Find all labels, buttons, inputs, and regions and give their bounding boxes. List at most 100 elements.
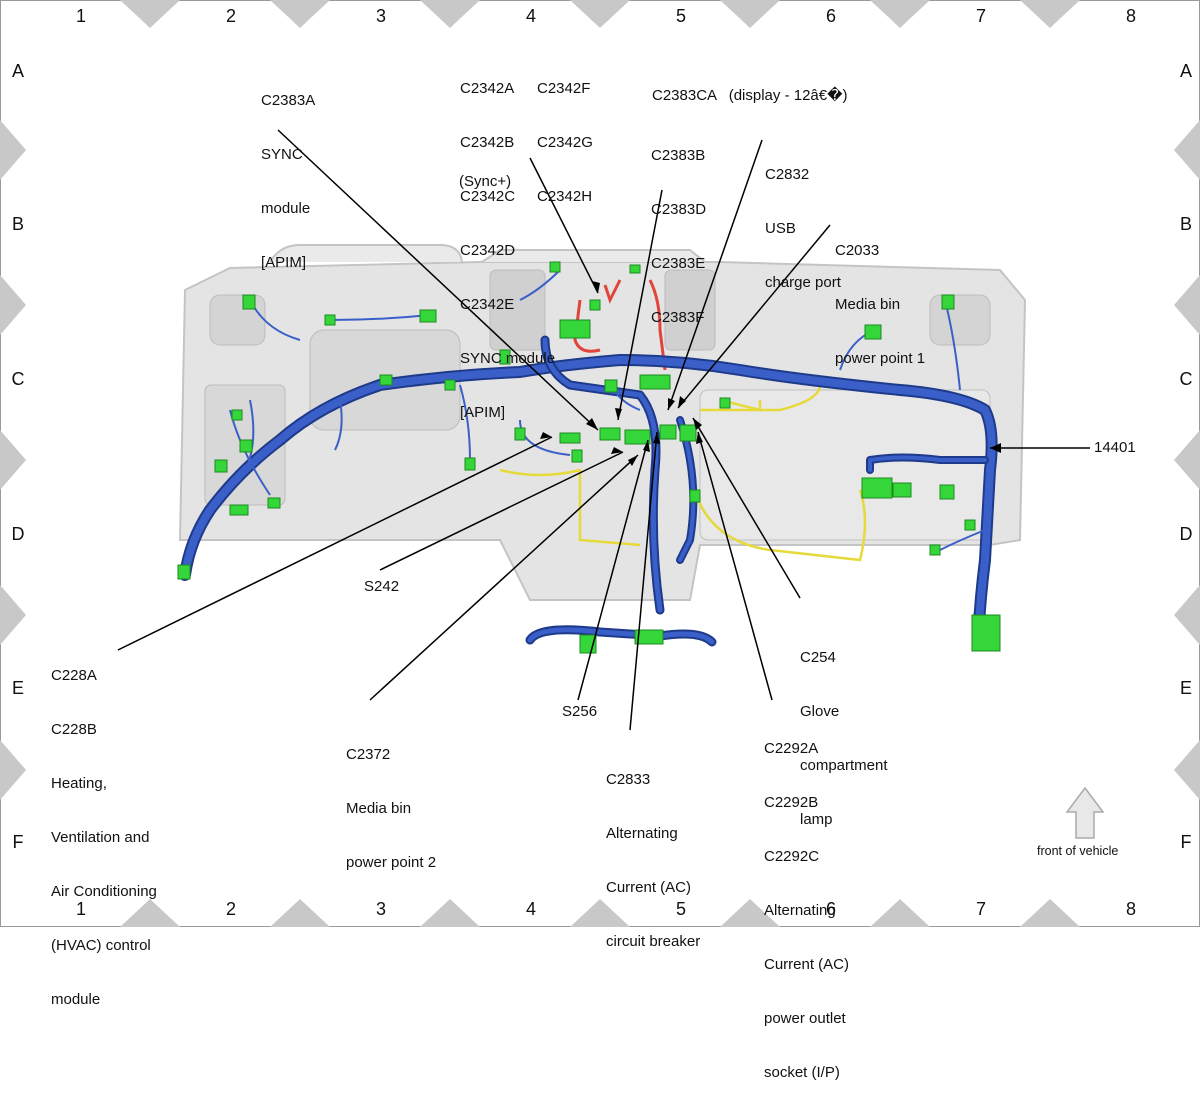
grid-col-top: 5 (675, 6, 686, 26)
callout-line: C2033 (835, 242, 880, 259)
callout-line: lamp (800, 811, 833, 828)
callout-line: C2292A (764, 740, 819, 757)
callout-line: Ventilation and (51, 829, 150, 846)
callout-line: C2383E (651, 255, 706, 272)
callout-line: Alternating (764, 902, 836, 919)
callout-line: C2342B (460, 134, 515, 151)
callout-line: SYNC module (460, 350, 556, 367)
red-wires (573, 279, 667, 371)
wiring-diagram (0, 0, 1200, 927)
callout-line: C2292B (764, 794, 819, 811)
grid-diamonds (0, 0, 1200, 927)
callout-line: C2383A (261, 92, 316, 109)
callout-c254: C254 Glove compartment lamp (800, 613, 888, 847)
callout-line: module (261, 200, 311, 217)
callout-line: (HVAC) control (51, 937, 151, 954)
leader-lines (117, 129, 1090, 731)
callout-line: Glove (800, 703, 840, 720)
callout-c2383bf: C2383B C2383D C2383E C2383F (651, 111, 706, 345)
callout-c2383ca: C2383CA (display - 12â€�) (652, 87, 848, 104)
callout-line: C2833 (606, 771, 651, 788)
callout-line: Current (AC) (764, 956, 850, 973)
callout-c228: C228A C228B Heating, Ventilation and Air… (51, 631, 157, 1027)
callout-line: Current (AC) (606, 879, 692, 896)
grid-col-bottom: 7 (975, 899, 986, 919)
callout-c2832: C2832 USB charge port (765, 130, 841, 310)
grid-row-right: E (1179, 678, 1192, 698)
grid-col-bottom: 4 (525, 899, 536, 919)
grid-col-bottom: 5 (675, 899, 686, 919)
grid-row-left: C (11, 369, 25, 389)
front-arrow-icon (1065, 786, 1105, 839)
front-of-vehicle-label: front of vehicle (1037, 844, 1119, 858)
callout-line: C2342D (460, 242, 516, 259)
connectors (177, 261, 1001, 654)
callout-sync-plus: (Sync+) (459, 173, 512, 190)
grid-row-right: C (1179, 369, 1193, 389)
callout-line: Air Conditioning (51, 883, 157, 900)
callout-line: C2383B (651, 147, 706, 164)
grid-row-right: A (1179, 61, 1192, 81)
grid-row-left: D (11, 524, 25, 544)
callout-line: [APIM] (261, 254, 307, 271)
grid-col-bottom: 8 (1125, 899, 1136, 919)
grid-col-top: 8 (1125, 6, 1136, 26)
callout-line: Heating, (51, 775, 107, 792)
grid-row-left: E (11, 678, 24, 698)
callout-s242: S242 (364, 578, 400, 595)
callout-line: socket (I/P) (764, 1064, 840, 1081)
callout-line: C2342E (460, 296, 515, 313)
callout-c2342-left: C2342A C2342B C2342C C2342D C2342E SYNC … (460, 44, 555, 440)
callout-line: C228A (51, 667, 97, 684)
callout-line: charge port (765, 274, 841, 291)
grid-row-right: B (1179, 214, 1192, 234)
callout-line: SYNC (261, 146, 303, 163)
grid-col-top: 1 (75, 6, 86, 26)
grid-col-top: 4 (525, 6, 536, 26)
callout-line: C2383F (651, 309, 705, 326)
callout-line: compartment (800, 757, 888, 774)
callout-line: C2383D (651, 201, 707, 218)
callout-c2383a: C2383A SYNC module [APIM] (261, 56, 315, 290)
grid-row-left: F (12, 832, 24, 852)
callout-line: Media bin (835, 296, 901, 313)
callout-line: C228B (51, 721, 97, 738)
grid-col-bottom: 1 (75, 899, 86, 919)
callout-c2833: C2833 Alternating Current (AC) circuit b… (606, 735, 700, 969)
callout-line: power outlet (764, 1010, 846, 1027)
callout-line: module (51, 991, 101, 1008)
leader-arrowheads (540, 281, 1001, 466)
callout-line: C2342H (537, 188, 593, 205)
callout-line: C2832 (765, 166, 810, 183)
grid-col-top: 3 (375, 6, 386, 26)
callout-c2372: C2372 Media bin power point 2 (346, 710, 436, 890)
callout-line: power point 1 (835, 350, 926, 367)
callout-line: C2342F (537, 80, 591, 97)
grid-col-top: 2 (225, 6, 236, 26)
main-harness (179, 335, 998, 647)
callout-line: Alternating (606, 825, 678, 842)
grid-col-bottom: 3 (375, 899, 386, 919)
callout-c2033: C2033 Media bin power point 1 (835, 206, 925, 386)
callout-line: C2372 (346, 746, 391, 763)
grid-row-right: F (1180, 832, 1192, 852)
callout-line: power point 2 (346, 854, 437, 871)
grid-row-right: D (1179, 524, 1193, 544)
callout-line: circuit breaker (606, 933, 701, 950)
callout-line: C2342C (460, 188, 516, 205)
grid-col-bottom: 2 (225, 899, 236, 919)
callout-14401: 14401 (1094, 439, 1136, 456)
callout-line: C2342A (460, 80, 515, 97)
callout-line: C2342G (537, 134, 593, 151)
callout-line: Media bin (346, 800, 412, 817)
grid-row-left: A (11, 61, 24, 81)
callout-line: C254 (800, 649, 836, 666)
grid-col-bottom: 6 (825, 899, 836, 919)
callout-line: C2292C (764, 848, 820, 865)
grid-row-left: B (11, 214, 24, 234)
callout-s256: S256 (562, 703, 598, 720)
grid-col-top: 7 (975, 6, 986, 26)
callout-line: USB (765, 220, 796, 237)
callout-line: [APIM] (460, 404, 506, 421)
callout-c2342-right: C2342F C2342G C2342H (537, 44, 593, 224)
